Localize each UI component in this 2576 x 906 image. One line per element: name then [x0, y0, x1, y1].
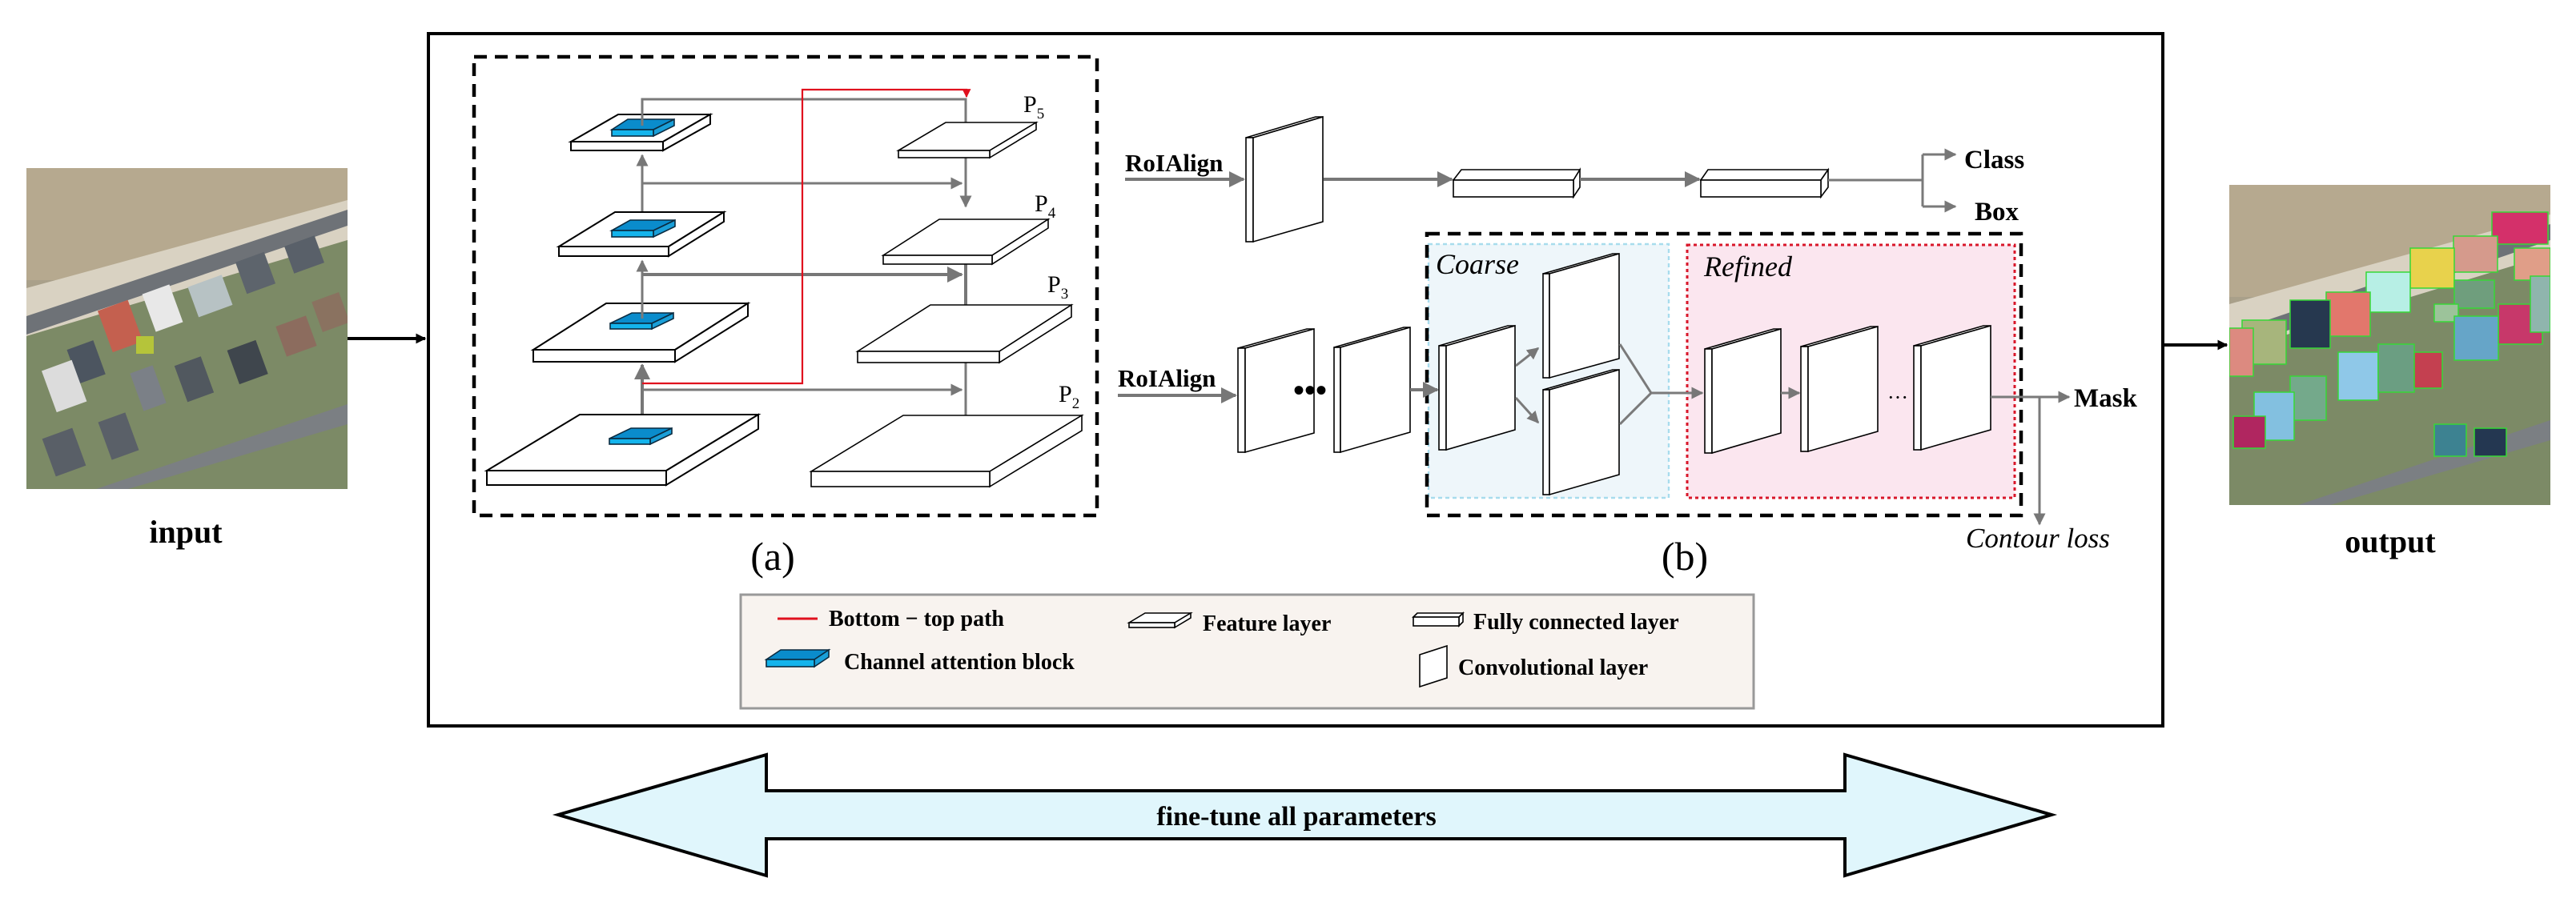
refined-conv-layer-2 [1800, 325, 1879, 453]
input-image [26, 168, 348, 489]
coarse-split-arrow-up [1515, 347, 1540, 367]
fine-tune-label: fine-tune all parameters [1156, 802, 1436, 832]
level-label-p3: P3 [1047, 271, 1068, 303]
roialign-label-mask-branch: RoIAlign [1118, 364, 1216, 392]
input-label: input [149, 514, 223, 550]
coarse-label: Coarse [1436, 248, 1519, 280]
legend-label-feature-layer: Feature layer [1203, 611, 1331, 636]
feature-layer-p2 [809, 414, 1084, 488]
legend: Bottom − top path Feature layer Fully co… [739, 593, 1755, 710]
mask-head-dashed-box [1425, 231, 2023, 518]
feature-layer-icon [1127, 611, 1193, 629]
model-box [427, 32, 2164, 728]
legend-label-bottom-top-path: Bottom − top path [829, 607, 1004, 631]
coarse-split-arrow-down [1514, 396, 1540, 424]
conv-layer-mask-2 [1333, 326, 1411, 454]
roialign-label-box-branch: RoIAlign [1125, 149, 1223, 177]
coarse-conv-layer-upper [1542, 252, 1620, 379]
coarse-conv-layer-lower [1542, 368, 1620, 496]
input-roofs [41, 235, 348, 477]
fc-layer-2 [1699, 167, 1830, 199]
convolutional-layer-icon [1419, 644, 1448, 688]
box-head: RoIAlign Class Box [1125, 115, 2024, 243]
bottom-top-path [642, 88, 971, 385]
fpn-panel: P5 P4 P3 P2 [472, 54, 1099, 518]
conv-layer-box-branch [1245, 115, 1324, 243]
refined-conv-layer-3 [1913, 324, 1991, 451]
mask-head-panel-label: (b) [1662, 534, 1708, 579]
contour-loss-label: Contour loss [1966, 523, 2110, 554]
refined-label: Refined [1703, 251, 1793, 283]
channel-attention-block-c2 [609, 427, 673, 446]
fc-layer-1 [1452, 167, 1581, 199]
feature-layer-c2 [484, 413, 762, 487]
fully-connected-layer-icon [1412, 611, 1465, 627]
refined-stack-ellipsis: ··· [1887, 386, 1908, 409]
level-label-p5: P5 [1023, 91, 1044, 122]
feature-layer-p3 [855, 303, 1074, 364]
feature-layer-c3 [530, 302, 751, 363]
box-output-label: Box [1975, 198, 2019, 226]
conv-stack-ellipsis: ••• [1293, 372, 1327, 408]
output-label: output [2345, 523, 2436, 559]
class-output-label: Class [1964, 146, 2024, 174]
legend-label-convolutional-layer: Convolutional layer [1458, 655, 1648, 680]
output-image [2229, 185, 2550, 505]
fine-tune-double-arrow [552, 752, 2058, 878]
level-label-p2: P2 [1059, 381, 1079, 412]
channel-attention-block-icon [764, 648, 831, 668]
legend-box [739, 593, 1755, 710]
level-label-p4: P4 [1035, 190, 1056, 222]
output-building-masks [2229, 211, 2550, 457]
legend-label-channel-attention-block: Channel attention block [844, 650, 1075, 675]
feature-layer-p5 [896, 121, 1039, 159]
mask-head: Coarse Refined RoIAlign ••• [1118, 231, 2137, 554]
legend-label-fully-connected-layer: Fully connected layer [1473, 610, 1679, 635]
refined-conv-layer-1 [1704, 327, 1782, 455]
feature-layer-p4 [881, 218, 1051, 266]
mask-output-label: Mask [2074, 384, 2137, 413]
channel-attention-block-c4 [609, 218, 676, 239]
conv-layer-mask-1 [1237, 327, 1315, 454]
fpn-panel-label: (a) [750, 534, 795, 579]
coarse-conv-layer-input [1438, 324, 1516, 451]
